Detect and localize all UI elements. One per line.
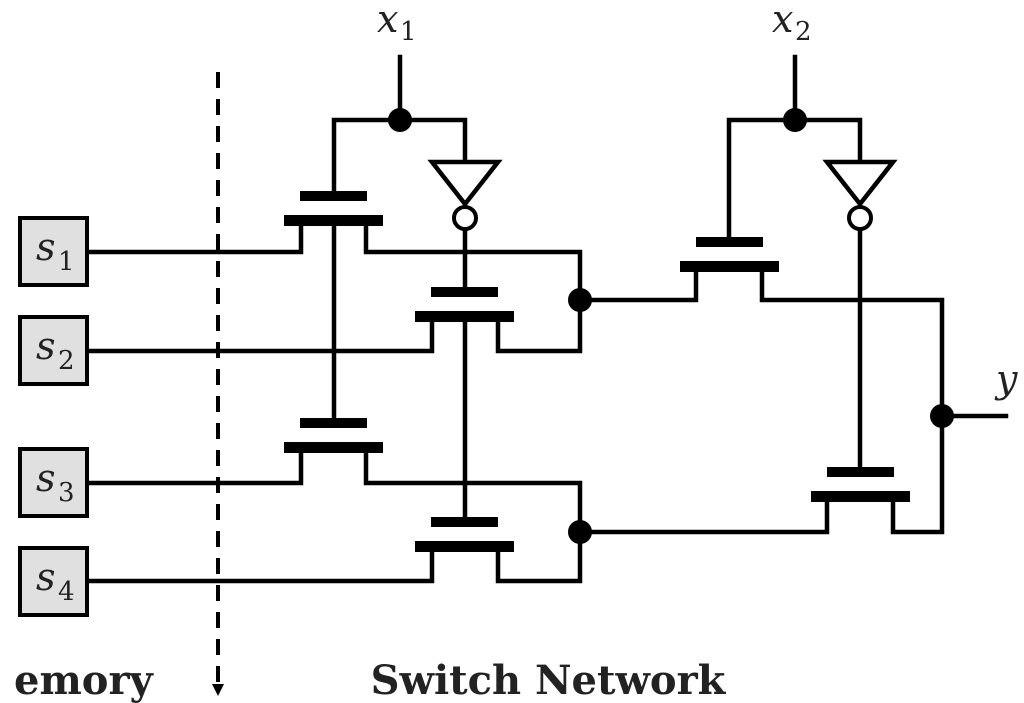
input-label-x1: x 1 — [377, 0, 417, 47]
memory-cell-s4: s 4 — [18, 546, 89, 617]
svg-text:s: s — [36, 324, 56, 368]
memory-wires — [85, 219, 435, 584]
switch-t3 — [284, 418, 383, 453]
memory-cell-s3: s 3 — [18, 447, 89, 518]
inverter-x1-bubble — [452, 205, 478, 231]
switch-t6 — [811, 467, 910, 502]
divider-arrowhead — [212, 684, 224, 696]
junction-lower-pair — [568, 520, 592, 544]
svg-text:s: s — [36, 225, 56, 269]
section-label-switch-network: Switch Network — [371, 657, 727, 703]
switch-t4 — [415, 517, 514, 552]
svg-text:2: 2 — [795, 17, 812, 47]
output-wires — [759, 265, 1009, 535]
svg-text:1: 1 — [400, 17, 417, 47]
svg-text:3: 3 — [58, 478, 75, 508]
output-label-y: y — [994, 357, 1018, 401]
junction-output — [930, 404, 954, 428]
memory-cell-s1: s 1 — [18, 216, 89, 287]
svg-text:x: x — [377, 0, 398, 41]
memory-cell-s2: s 2 — [18, 315, 89, 386]
switch-t1 — [284, 191, 383, 226]
input-x2-network — [726, 54, 898, 473]
inverter-x2-triangle — [822, 159, 898, 208]
input-label-x2: x 2 — [772, 0, 812, 47]
svg-text:4: 4 — [58, 577, 75, 607]
upper-pair-wires — [363, 219, 699, 354]
inverter-x2-bubble — [847, 205, 873, 231]
inverter-x1-triangle — [427, 159, 503, 208]
lower-pair-wires — [363, 446, 830, 584]
svg-text:2: 2 — [58, 346, 75, 376]
svg-text:1: 1 — [58, 247, 75, 277]
svg-text:s: s — [36, 555, 56, 599]
switch-t5 — [680, 237, 779, 272]
switch-t2 — [415, 287, 514, 322]
section-label-memory: emory — [14, 657, 155, 703]
svg-text:x: x — [772, 0, 793, 41]
junction-x2 — [783, 108, 807, 132]
svg-text:s: s — [36, 456, 56, 500]
input-x1-network — [331, 54, 503, 523]
junction-upper-pair — [568, 288, 592, 312]
junction-x1 — [388, 108, 412, 132]
